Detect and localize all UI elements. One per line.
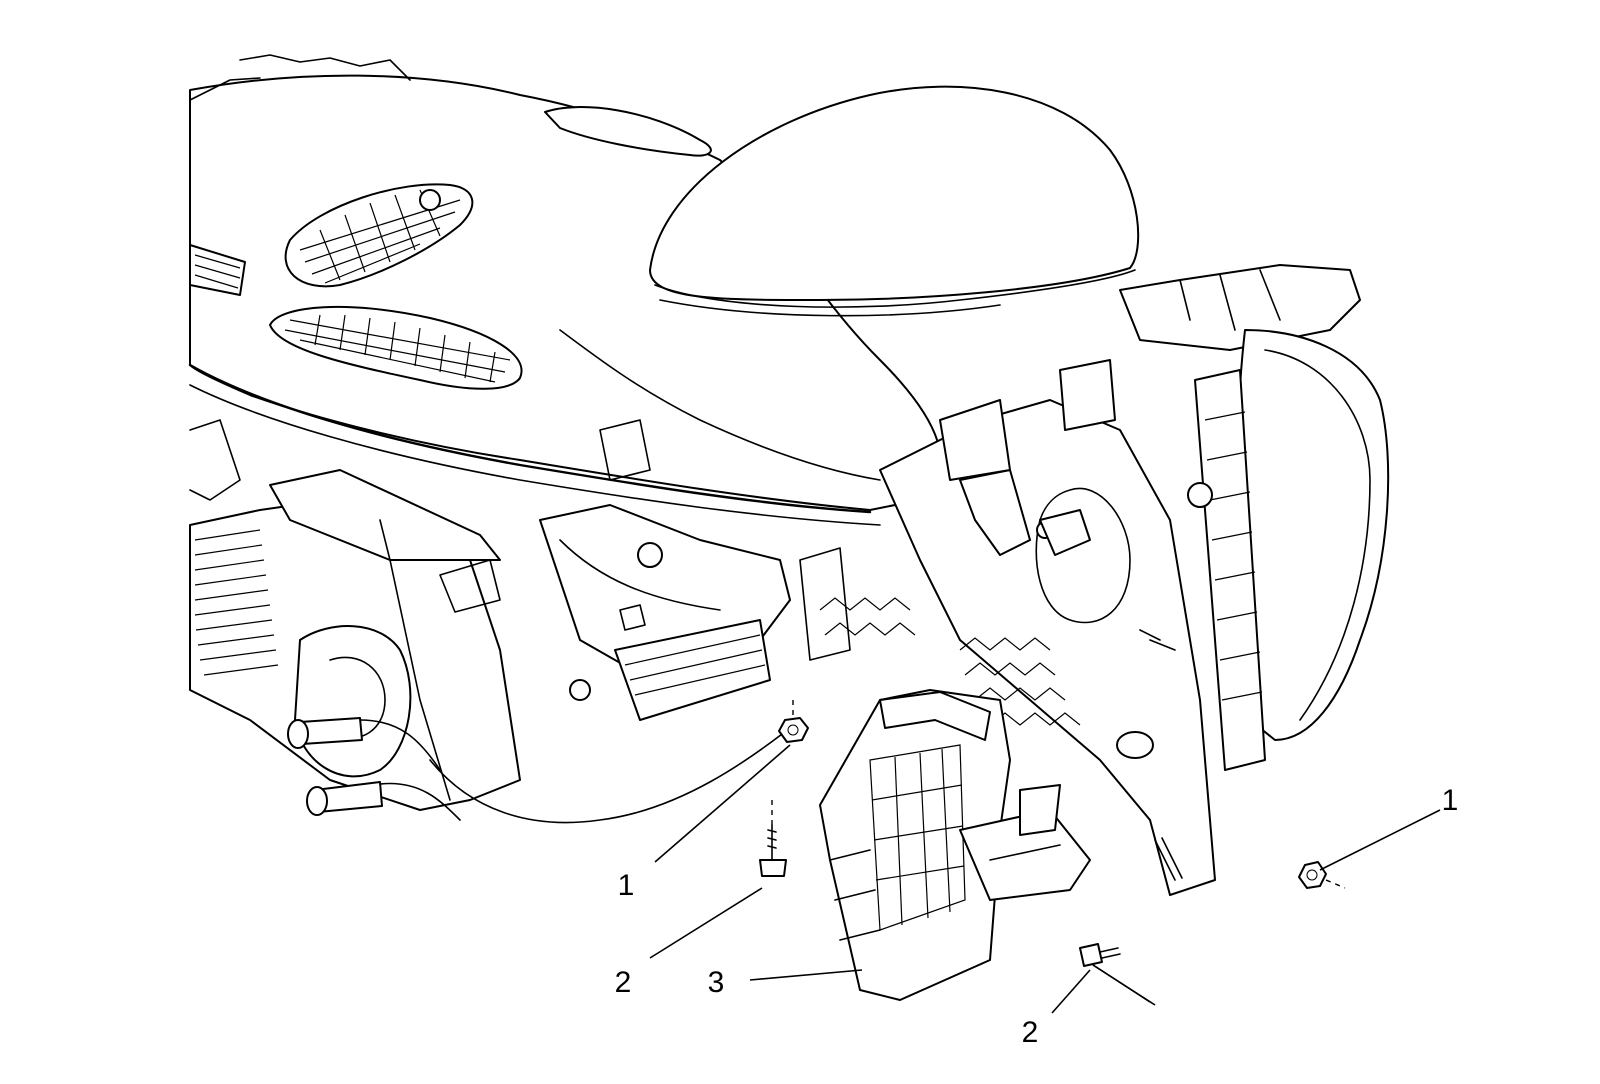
center-components	[539, 419, 916, 721]
center-air-vent	[269, 305, 523, 390]
fasteners	[759, 700, 1346, 967]
sunload-sensor-icon	[419, 189, 441, 211]
bolt-icon	[759, 824, 787, 877]
nut-icon	[1298, 861, 1327, 889]
callout-2-bolt-right: 2	[1022, 1016, 1039, 1049]
callout-1-nut-left: 1	[618, 869, 635, 902]
hvac-module	[189, 419, 801, 824]
heater-core-pipes	[287, 717, 461, 821]
nut-icon	[778, 717, 809, 743]
leader-line	[1319, 809, 1441, 871]
leader-line	[1051, 969, 1091, 1014]
module-mounting-bracket	[819, 689, 1091, 1001]
cluster-hood	[649, 85, 1361, 351]
callout-3-bracket: 3	[708, 966, 725, 999]
callout-1-nut-right: 1	[1442, 784, 1459, 817]
leader-line	[649, 887, 763, 959]
leader-line	[749, 969, 863, 981]
callout-2-bolt-left: 2	[615, 966, 632, 999]
callout-labels: 1 1 2 2 3	[615, 784, 1459, 1049]
leader-line	[654, 744, 791, 863]
leader-line	[1092, 964, 1151, 1003]
support-bracket-structure	[879, 359, 1216, 896]
right-side-panel	[1194, 329, 1390, 771]
instrument-panel	[188, 54, 942, 526]
bolt-icon	[1079, 943, 1121, 967]
leader-lines	[649, 744, 1441, 1014]
speaker-grille	[284, 183, 474, 288]
